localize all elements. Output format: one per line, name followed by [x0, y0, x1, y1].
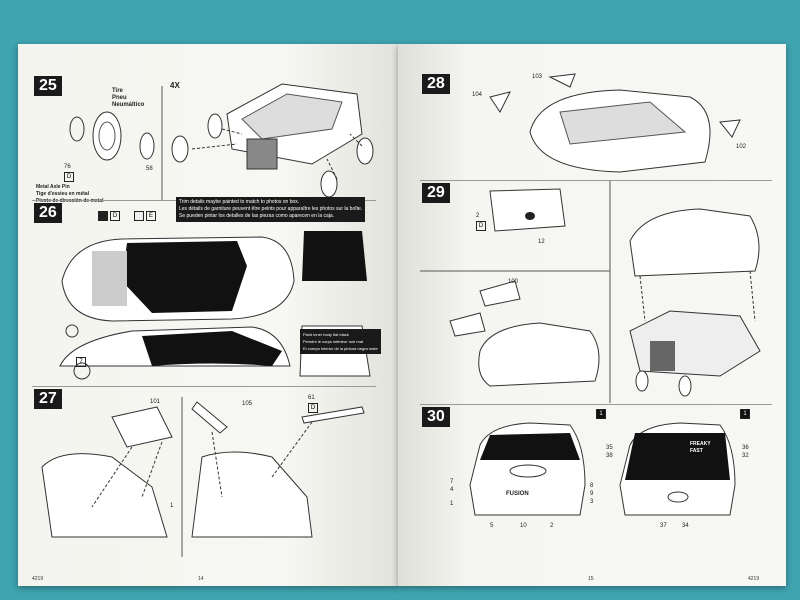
part-104-label: 104 [472, 92, 483, 98]
part-2-color-box: D [476, 221, 486, 231]
wheel-assembly-drawing [69, 83, 374, 200]
part-105-label: 105 [242, 401, 253, 407]
part-1-label: 1 [170, 503, 174, 509]
color-swatch-white [134, 211, 144, 221]
body-chassis-drawing [420, 181, 761, 403]
page-number: 15 [588, 576, 594, 582]
step-number: 25 [34, 76, 62, 96]
step-number: 26 [34, 203, 62, 223]
step-28: 28 104 103 102 [420, 72, 772, 178]
part-7-box: 7 [76, 357, 86, 367]
part-12-label: 12 [538, 239, 545, 245]
tire-label: Tire Pneu Neumáltico [112, 88, 145, 108]
front-callout: 3 [590, 499, 594, 505]
step-30: 30 FUSION FREAKY FAST 1 1 7 4 1 3 5 10 2… [420, 404, 772, 572]
glass-install-drawing [489, 73, 741, 173]
step-number: 30 [422, 407, 450, 427]
step-26: 26 D E Trim details maybe painted to mat… [32, 197, 381, 386]
front-callout: 9 [590, 491, 594, 497]
part-101-label: 101 [150, 399, 161, 405]
rear-callout: 38 [606, 453, 613, 459]
front-callout: 2 [550, 523, 554, 529]
footer-code: 4219 [32, 576, 44, 582]
rear-callout: 37 [660, 523, 667, 529]
step-25: 25 Tire Pneu Neumáltico 4X 76 D 58 [32, 74, 376, 204]
freaky-fast-label: FREAKY FAST [690, 441, 711, 454]
rear-callout: 32 [742, 453, 749, 459]
interior-assembly-drawing [41, 397, 365, 557]
footer-code: 4219 [748, 576, 760, 582]
fusion-label: FUSION [506, 491, 529, 497]
axle-pin-label: Metal Axle Pin Tige d'essieu en métal Pi… [36, 184, 104, 204]
paint-box: D [64, 172, 74, 182]
part-2-label: 2 [476, 213, 480, 219]
color-swatch [98, 211, 108, 221]
left-page: 25 Tire Pneu Neumáltico 4X 76 D 58 [18, 44, 398, 586]
instruction-booklet: 25 Tire Pneu Neumáltico 4X 76 D 58 [18, 44, 786, 586]
front-callout: 4 [450, 487, 454, 493]
step-number: 27 [34, 389, 62, 409]
quantity-label: 4X [170, 81, 180, 90]
front-callout: 10 [520, 523, 527, 529]
trim-note: Trim details maybe painted to match to p… [176, 197, 366, 222]
color-1-box-rear: 1 [740, 409, 750, 419]
rear-callout: 35 [606, 445, 613, 451]
step-number: 29 [422, 183, 450, 203]
front-rear-view-drawing [469, 422, 736, 516]
part-103-label: 103 [532, 74, 543, 80]
step-number: 28 [422, 74, 450, 94]
color-e-box: E [146, 211, 156, 221]
front-callout: 5 [490, 523, 494, 529]
rear-callout: 34 [682, 523, 689, 529]
front-callout: 7 [450, 479, 454, 485]
part-61-label: 61 [308, 395, 315, 401]
step-27: 27 101 105 61 D 1 [32, 386, 376, 562]
part-102-label: 102 [736, 144, 747, 150]
flat-black-note: Paint inner body flat black Peindre le c… [300, 329, 381, 354]
right-page: 28 104 103 102 29 [398, 44, 786, 586]
color-d-box: D [110, 211, 120, 221]
step-29: 29 2 D 12 100 [420, 180, 772, 403]
part-76-label: 76 [64, 164, 71, 170]
front-callout: 1 [450, 501, 454, 507]
front-callout: 8 [590, 483, 594, 489]
rear-callout: 36 [742, 445, 749, 451]
part-100-label: 100 [508, 279, 519, 285]
part-61-color-box: D [308, 403, 318, 413]
page-number: 14 [198, 576, 204, 582]
car-decal-drawing [59, 231, 371, 380]
color-1-box-front: 1 [596, 409, 606, 419]
part-58-label: 58 [146, 166, 153, 172]
